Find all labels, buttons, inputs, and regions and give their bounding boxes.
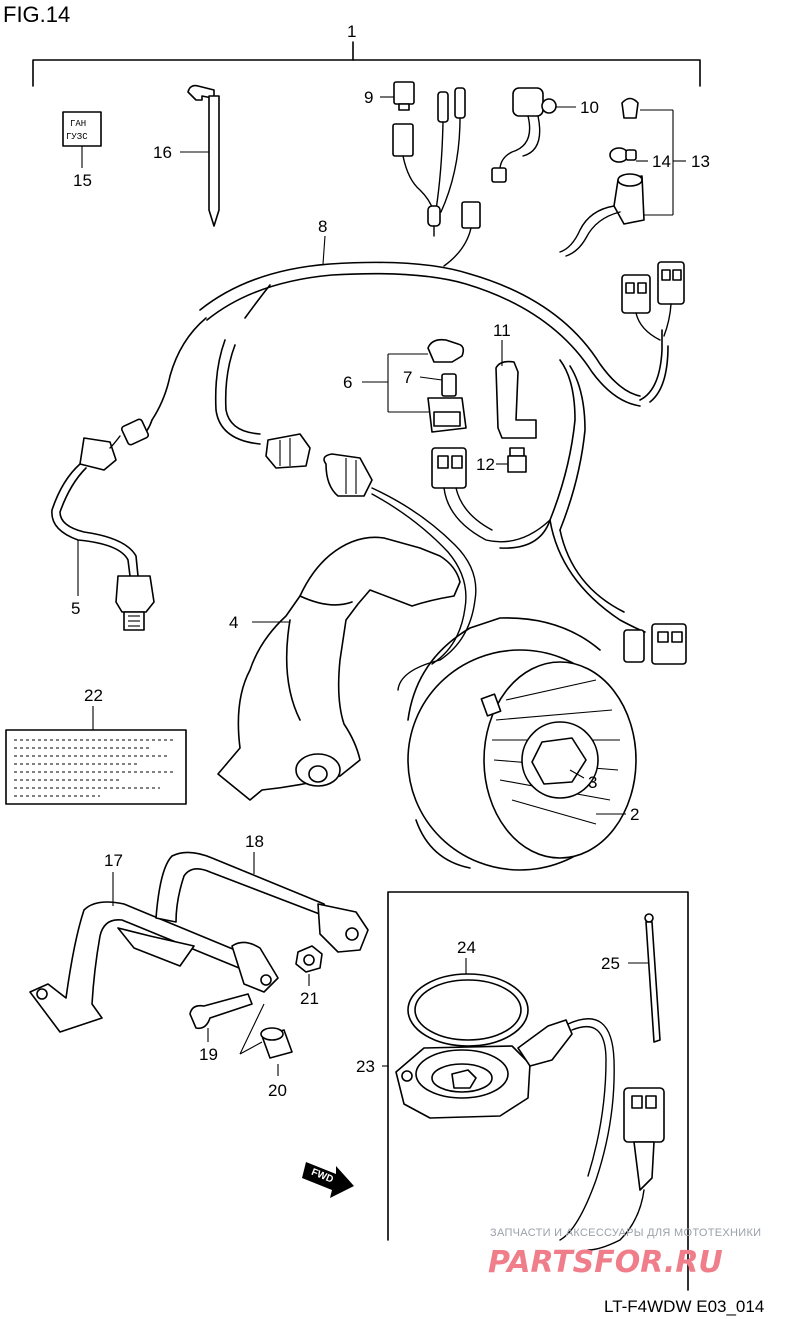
part-22-label: 22 xyxy=(5,686,187,805)
callout-2: 2 xyxy=(630,805,639,824)
callout-16: 16 xyxy=(153,143,172,162)
fuse-holder-wires xyxy=(392,87,466,237)
part-17-18-brackets: 17 18 xyxy=(29,832,369,1033)
part-9-fuse: 9 xyxy=(364,81,415,111)
part-21-nut: 21 xyxy=(295,945,323,1008)
watermark-line1: ЗАПЧАСТИ И АКСЕССУАРЫ ДЛЯ МОТОТЕХНИКИ xyxy=(490,1227,761,1239)
callout-4: 4 xyxy=(229,613,238,632)
assembly-bracket-1: 1 xyxy=(32,22,701,87)
callout-8: 8 xyxy=(318,217,327,236)
part-24-o-ring: 24 xyxy=(407,938,529,1047)
callout-20: 20 xyxy=(268,1081,287,1100)
part-25-cable-tie: 25 xyxy=(601,913,661,1043)
connector-right-double xyxy=(621,261,685,341)
callout-17: 17 xyxy=(104,851,123,870)
label-15-line1: ГАН xyxy=(70,119,86,129)
figure-code: LT-F4WDW E03_014 xyxy=(604,1297,764,1316)
callout-5: 5 xyxy=(71,599,80,618)
part-13-socket-assembly: 14 13 xyxy=(559,97,710,257)
fwd-arrow-icon: FWD xyxy=(302,1162,354,1198)
callout-12: 12 xyxy=(476,455,495,474)
part-19-bolt: 19 xyxy=(189,993,253,1064)
callout-19: 19 xyxy=(199,1045,218,1064)
callout-22: 22 xyxy=(84,686,103,705)
part-12-bolt: 12 xyxy=(476,447,527,474)
callout-21: 21 xyxy=(300,989,319,1008)
callout-1: 1 xyxy=(347,22,356,41)
connector-mid-pair xyxy=(265,433,477,691)
callout-13: 13 xyxy=(691,152,710,171)
watermark: ЗАПЧАСТИ И АКСЕССУАРЫ ДЛЯ МОТОТЕХНИКИ PA… xyxy=(488,1227,761,1280)
callout-7: 7 xyxy=(403,368,412,387)
callout-3: 3 xyxy=(588,773,597,792)
callout-18: 18 xyxy=(245,832,264,851)
part-2-fan-motor: 3 2 xyxy=(407,617,639,871)
connector-right-lower xyxy=(623,623,687,665)
part-5-sensor: 5 xyxy=(51,463,155,631)
relay-connector xyxy=(431,447,551,543)
callout-6: 6 xyxy=(343,373,352,392)
part-4-fan-shroud: 4 xyxy=(217,536,461,801)
thermo-switch-connector xyxy=(587,1087,665,1251)
callout-10: 10 xyxy=(580,98,599,117)
figure-title: FIG.14 xyxy=(3,2,70,27)
part-11-bracket: 11 xyxy=(493,321,537,439)
connector-left-upper xyxy=(79,418,153,471)
callout-11: 11 xyxy=(493,321,511,340)
callout-24: 24 xyxy=(457,938,476,957)
callout-25: 25 xyxy=(601,954,620,973)
callout-15: 15 xyxy=(73,171,92,190)
part-20-collar: 20 xyxy=(239,1003,293,1100)
part-23-thermo-switch xyxy=(395,1018,615,1241)
connector-top-right xyxy=(443,201,481,267)
part-15-label: ГАН ГУЗС 15 xyxy=(62,111,102,190)
part-10-switch: 10 xyxy=(491,87,599,183)
part-16-clip: 16 xyxy=(153,84,220,227)
label-15-line2: ГУЗС xyxy=(66,132,88,142)
callout-14: 14 xyxy=(652,152,671,171)
part-8-wire-harness: 8 xyxy=(151,217,669,633)
callout-23: 23 xyxy=(356,1057,375,1076)
part-23-box: 23 xyxy=(356,891,689,1291)
callout-9: 9 xyxy=(364,88,373,107)
watermark-line2: PARTSFOR.RU xyxy=(488,1245,723,1280)
part-6-relay: 6 7 xyxy=(343,338,467,433)
